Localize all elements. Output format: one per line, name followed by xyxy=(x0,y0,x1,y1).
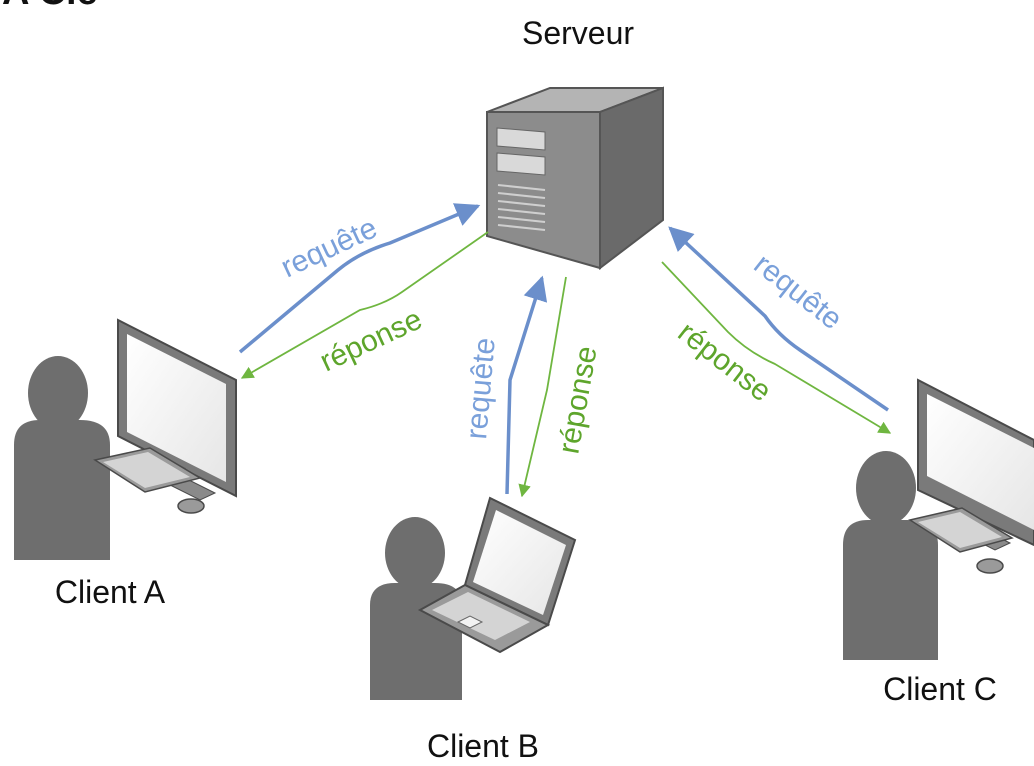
client-a-request-arrow xyxy=(238,203,481,354)
client-b-laptop-icon xyxy=(417,496,577,654)
client-a-response-arrow xyxy=(240,231,489,379)
client-a-response-label: réponse xyxy=(315,303,427,379)
client-c-person-icon xyxy=(843,451,938,660)
title-fragment: A Cle xyxy=(2,0,98,13)
client-c-computer-icon xyxy=(908,378,1034,574)
server-label: Serveur xyxy=(522,15,634,51)
client-a-computer-icon xyxy=(93,318,237,514)
client-b-response-arrow xyxy=(518,276,567,498)
client-c-request-label: requête xyxy=(748,248,848,337)
client-b-request-label: requête xyxy=(460,336,502,440)
client-c-label: Client C xyxy=(883,671,997,707)
client-b-request-arrow xyxy=(505,275,548,495)
client-a-person-icon xyxy=(14,356,110,560)
server-icon xyxy=(486,86,664,271)
client-c-response-arrow xyxy=(661,261,892,434)
client-c-request-arrow xyxy=(668,226,889,412)
client-b-label: Client B xyxy=(427,728,539,764)
client-a-label: Client A xyxy=(55,574,166,610)
client-b-response-label: réponse xyxy=(552,344,603,457)
client-a-request-label: requête xyxy=(276,211,382,284)
